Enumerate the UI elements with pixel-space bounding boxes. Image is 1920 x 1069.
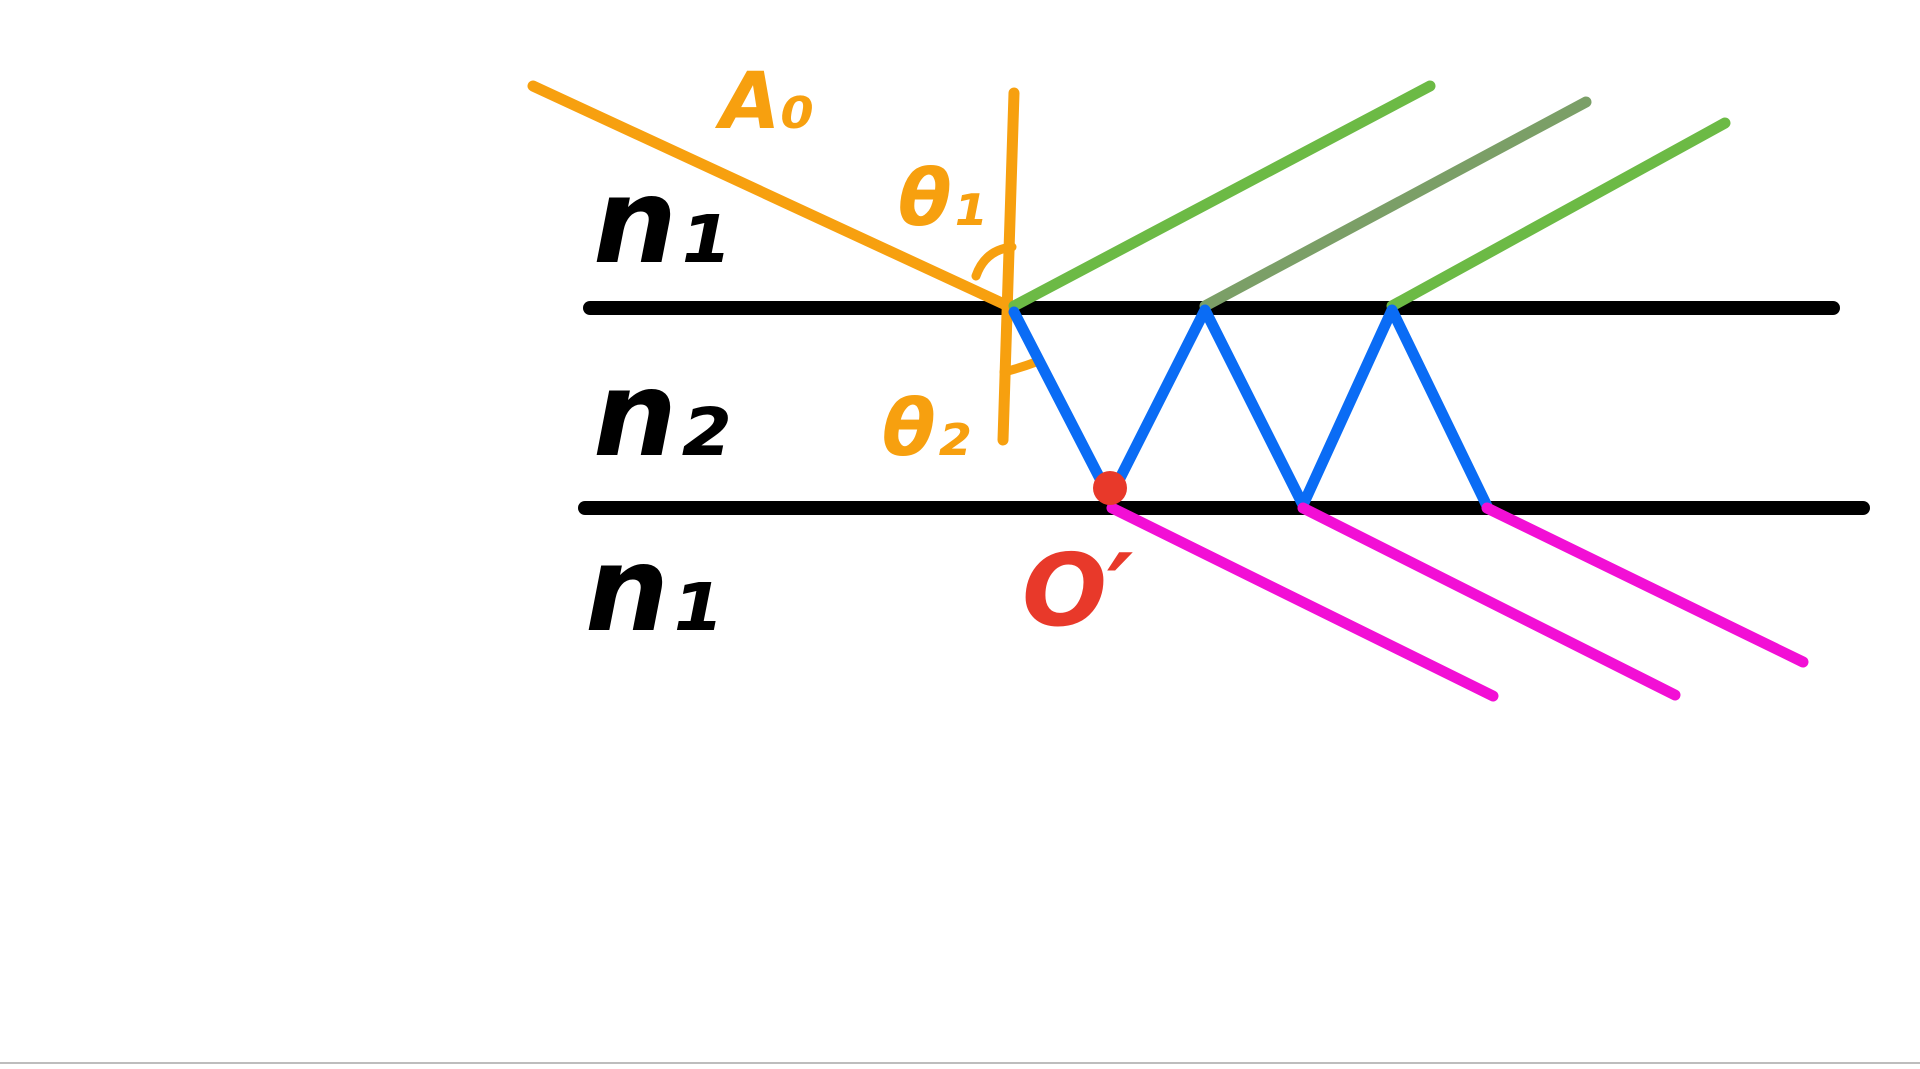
top-medium-label: n₁	[593, 152, 729, 290]
reflected-ray-1	[1008, 80, 1436, 312]
internal-reflection-path	[1008, 304, 1493, 512]
amplitude-label: A₀	[714, 57, 815, 147]
transmitted-ray-1	[1106, 502, 1499, 702]
reflected-ray-2	[1199, 96, 1592, 312]
incident-angle-label: θ₁	[898, 154, 986, 244]
transmitted-ray-2	[1297, 502, 1681, 701]
reflected-ray-3	[1386, 117, 1731, 312]
refraction-angle-arc	[999, 357, 1041, 377]
transmitted-ray-3	[1481, 502, 1809, 668]
incident-angle-arc	[971, 242, 1017, 281]
point-o-prime-marker	[1093, 471, 1127, 505]
incident-ray	[527, 80, 1012, 311]
refraction-angle-label: θ₂	[882, 384, 970, 474]
bottom-medium-label: n₁	[585, 520, 721, 658]
point-label: O′	[1022, 532, 1133, 649]
middle-medium-label: n₂	[593, 345, 729, 483]
normal-line	[997, 87, 1020, 446]
bottom-border	[0, 1062, 1920, 1064]
